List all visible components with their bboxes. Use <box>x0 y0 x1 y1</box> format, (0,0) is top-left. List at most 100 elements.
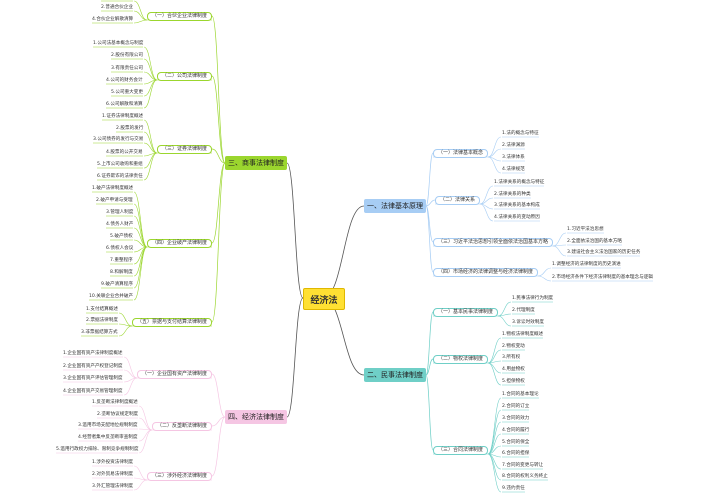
branch-b2-sub-2-item-6[interactable]: 7.合同的变更与转让 <box>502 463 544 468</box>
branch-b3-sub-3-item-6[interactable]: 7.重整程序 <box>110 258 133 263</box>
branch-b1-sub-2-item-1[interactable]: 2.全面依法治国的基本方略 <box>567 239 622 244</box>
branch-b1-sub-0[interactable]: （一）法律基本概念 <box>433 149 489 158</box>
branch-b1-sub-0-item-3[interactable]: 4.法律规范 <box>502 167 525 172</box>
branch-b2-sub-2-item-2[interactable]: 3.合同的效力 <box>502 416 530 421</box>
branch-b1-sub-2-item-0[interactable]: 1.习近平法治思想 <box>567 227 604 232</box>
branch-b1-sub-2[interactable]: （三）习近平法治思想引领全面依法治国基本方略 <box>433 238 554 247</box>
branch-b3-sub-1-item-5[interactable]: 6.公司解散和清算 <box>106 102 143 107</box>
branch-b3-sub-4-item-2[interactable]: 3.非票据结算方式 <box>81 330 118 335</box>
branch-b3-sub-2-item-3[interactable]: 4.股票的公开交易 <box>106 150 143 155</box>
branch-b3-sub-2[interactable]: （三）证券法律制度 <box>157 145 213 154</box>
branch-b2-sub-0-item-2[interactable]: 3.诉讼时效制度 <box>512 320 544 325</box>
branch-b3-sub-2-item-1[interactable]: 2.股票的发行 <box>116 126 144 131</box>
branch-b3-sub-4[interactable]: （五）票据与支付结算法律制度 <box>132 318 213 327</box>
branch-b2-sub-0-item-0[interactable]: 1.民事法律行为制度 <box>512 296 554 301</box>
branch-b1-sub-1-item-2[interactable]: 3.法律关系的基本构成 <box>494 203 540 208</box>
connector-line <box>118 312 133 327</box>
branch-b3-sub-3-item-0[interactable]: 1.破产法律制度概述 <box>92 186 134 191</box>
branch-b1-sub-0-item-1[interactable]: 2.法律渊源 <box>502 143 525 148</box>
branch-b2-sub-1-item-4[interactable]: 5.担保物权 <box>502 379 525 384</box>
branch-b3-sub-4-item-0[interactable]: 1.支付结算概述 <box>86 307 118 312</box>
branch-b1-sub-1-item-3[interactable]: 4.法律关系的变动原因 <box>494 215 540 220</box>
branch-b1-sub-1-item-1[interactable]: 2.法律关系的种类 <box>494 192 531 197</box>
connector-line <box>487 421 502 455</box>
branch-b3-sub-1-item-1[interactable]: 2.股份有限公司 <box>111 53 143 58</box>
branch-b2-sub-2[interactable]: （三）合同法律制度 <box>433 446 489 455</box>
branch-b4-sub-1-item-0[interactable]: 1.反垄断法律制度概述 <box>92 400 138 405</box>
branch-b4-topic[interactable]: 四、经济法律制度 <box>225 410 287 424</box>
branch-b3-sub-3-item-4[interactable]: 5.破产债权 <box>110 234 133 239</box>
branch-b1-sub-1-item-0[interactable]: 1.法律关系的概念与特征 <box>494 180 545 185</box>
branch-b3-sub-3-item-9[interactable]: 10.关联企业合并破产 <box>89 294 134 299</box>
branch-b4-sub-2-item-2[interactable]: 3.外汇管理法律制度 <box>92 484 134 489</box>
branch-b2-sub-1-item-3[interactable]: 4.用益物权 <box>502 367 525 372</box>
branch-b1-topic[interactable]: 一、法律基本原理 <box>364 199 426 213</box>
branch-b3-sub-0-item-1[interactable]: 2.普通合伙企业 <box>101 5 133 10</box>
branch-b4-sub-1-item-3[interactable]: 4.经营者集中反垄断审查制度 <box>78 435 138 440</box>
branch-b3-sub-3-item-5[interactable]: 6.债权人会议 <box>106 246 134 251</box>
branch-b3-sub-1-item-2[interactable]: 3.有限责任公司 <box>111 66 143 71</box>
branch-b3-sub-0-item-2[interactable]: 4.合伙企业解散清算 <box>92 17 134 22</box>
branch-b2-sub-1[interactable]: （二）物权法律制度 <box>433 355 489 364</box>
branch-b3-sub-4-item-1[interactable]: 2.票据法律制度 <box>86 318 118 323</box>
branch-b4-sub-0-item-2[interactable]: 3.企业国有资产评估管理制度 <box>63 376 123 381</box>
branch-b2-sub-2-item-4[interactable]: 5.合同的保全 <box>502 440 530 445</box>
branch-b1-sub-1[interactable]: （二）法律关系 <box>435 196 481 205</box>
branch-b4-sub-1-item-1[interactable]: 2.垄断协议规定制度 <box>97 412 139 417</box>
connector-line <box>425 374 434 451</box>
branch-b2-sub-0-item-1[interactable]: 2.代理制度 <box>512 308 535 313</box>
branch-b3-topic[interactable]: 三、商事法律制度 <box>225 156 287 170</box>
branch-b3-sub-3-item-1[interactable]: 2.破产申请与受理 <box>96 198 133 203</box>
branch-b3-sub-3-item-2[interactable]: 3.管理人制度 <box>106 210 134 215</box>
branch-b4-sub-2-item-0[interactable]: 1.涉外投资法律制度 <box>92 460 134 465</box>
branch-b2-sub-1-item-1[interactable]: 2.物权变动 <box>502 344 525 349</box>
branch-b4-sub-0[interactable]: （一）企业国有资产法律制度 <box>137 370 213 379</box>
branch-b3-sub-0[interactable]: （一）合伙企业法律制度 <box>147 12 213 21</box>
branch-b2-sub-2-item-1[interactable]: 2.合同的订立 <box>502 404 530 409</box>
branch-b4-sub-1-item-2[interactable]: 3.滥用市场支配地位规制制度 <box>78 423 138 428</box>
branch-b3-sub-0-item-0[interactable]: 3.有限合伙企业 <box>101 0 133 1</box>
branch-b4-sub-2[interactable]: （三）涉外经济法律制度 <box>147 472 213 481</box>
connector-line <box>479 185 494 205</box>
branch-b3-sub-2-item-2[interactable]: 3.公司债券的发行与交易 <box>93 137 144 142</box>
branch-b2-sub-2-item-5[interactable]: 6.合同的担保 <box>502 451 530 456</box>
branch-b3-sub-2-item-5[interactable]: 6.证券欺诈的法律责任 <box>97 174 143 179</box>
branch-b3-sub-3-item-7[interactable]: 8.和解制度 <box>110 270 133 275</box>
branch-b4-sub-0-item-1[interactable]: 2.企业国有资产产权登记制度 <box>63 364 123 369</box>
branch-b1-sub-0-item-0[interactable]: 1.法的概念与特征 <box>502 131 539 136</box>
branch-b2-topic[interactable]: 二、民事法律制度 <box>364 368 426 382</box>
connector-line <box>497 313 512 317</box>
connector-line <box>552 245 567 257</box>
branch-b2-sub-1-item-2[interactable]: 3.所有权 <box>502 355 521 360</box>
branch-b2-sub-2-item-0[interactable]: 1.合同的基本理论 <box>502 392 539 397</box>
branch-b3-sub-3[interactable]: （四）企业破产法律制度 <box>147 239 213 248</box>
branch-b4-sub-0-item-3[interactable]: 4.企业国有资产交易管理制度 <box>63 389 123 394</box>
connector-line <box>133 246 148 289</box>
branch-b3-sub-2-item-4[interactable]: 5.上市公司收购和重组 <box>97 162 143 167</box>
branch-b2-sub-1-item-0[interactable]: 1.物权法律制度概述 <box>502 332 544 337</box>
branch-b1-sub-2-item-2[interactable]: 3.建设社会主义法治国家的历史任务 <box>567 250 641 255</box>
branch-b1-sub-0-item-2[interactable]: 3.法律体系 <box>502 155 525 160</box>
branch-b4-sub-2-item-1[interactable]: 2.对外贸易法律制度 <box>92 472 134 477</box>
branch-b3-sub-1-item-4[interactable]: 5.公司重大变更 <box>111 90 143 95</box>
branch-b3-sub-1-item-3[interactable]: 4.公司的财务会计 <box>106 78 143 83</box>
branch-b1-sub-3[interactable]: （四）市场经济的法律调整与经济法律制度 <box>433 268 539 277</box>
connector-line <box>479 203 494 222</box>
branch-b3-sub-1[interactable]: （二）公司法律制度 <box>157 72 213 81</box>
branch-b1-sub-3-item-1[interactable]: 2.市场经济条件下经济法律制度的基本理念与逻辑 <box>552 275 653 280</box>
branch-b2-sub-2-item-8[interactable]: 9.违约责任 <box>502 486 525 491</box>
branch-b3-sub-1-item-0[interactable]: 1.公司法基本概念与制度 <box>93 41 144 46</box>
branch-b3-sub-2-item-0[interactable]: 1.证券法律制度概述 <box>102 114 144 119</box>
branch-b2-sub-0[interactable]: （一）基本民事法律制度 <box>433 308 499 317</box>
branch-b4-sub-1-item-4[interactable]: 5.滥用行政权力排除、限制竞争规制制度 <box>56 447 139 452</box>
branch-b2-sub-2-item-7[interactable]: 8.合同的权利义务终止 <box>502 474 548 479</box>
connector-line <box>133 203 148 248</box>
branch-b4-sub-0-item-0[interactable]: 1.企业国有资产法律制度概述 <box>63 351 123 356</box>
branch-b2-sub-2-item-3[interactable]: 4.合同的履行 <box>502 428 530 433</box>
connector-line <box>138 429 153 454</box>
central-topic[interactable]: 经济法 <box>303 288 345 310</box>
branch-b3-sub-3-item-3[interactable]: 4.债务人财产 <box>106 222 134 227</box>
branch-b3-sub-3-item-8[interactable]: 9.破产清算程序 <box>101 282 133 287</box>
branch-b1-sub-3-item-0[interactable]: 1.调整经济的法律制度的历史演进 <box>552 262 621 267</box>
branch-b4-sub-1[interactable]: （二）反垄断法律制度 <box>152 422 213 431</box>
